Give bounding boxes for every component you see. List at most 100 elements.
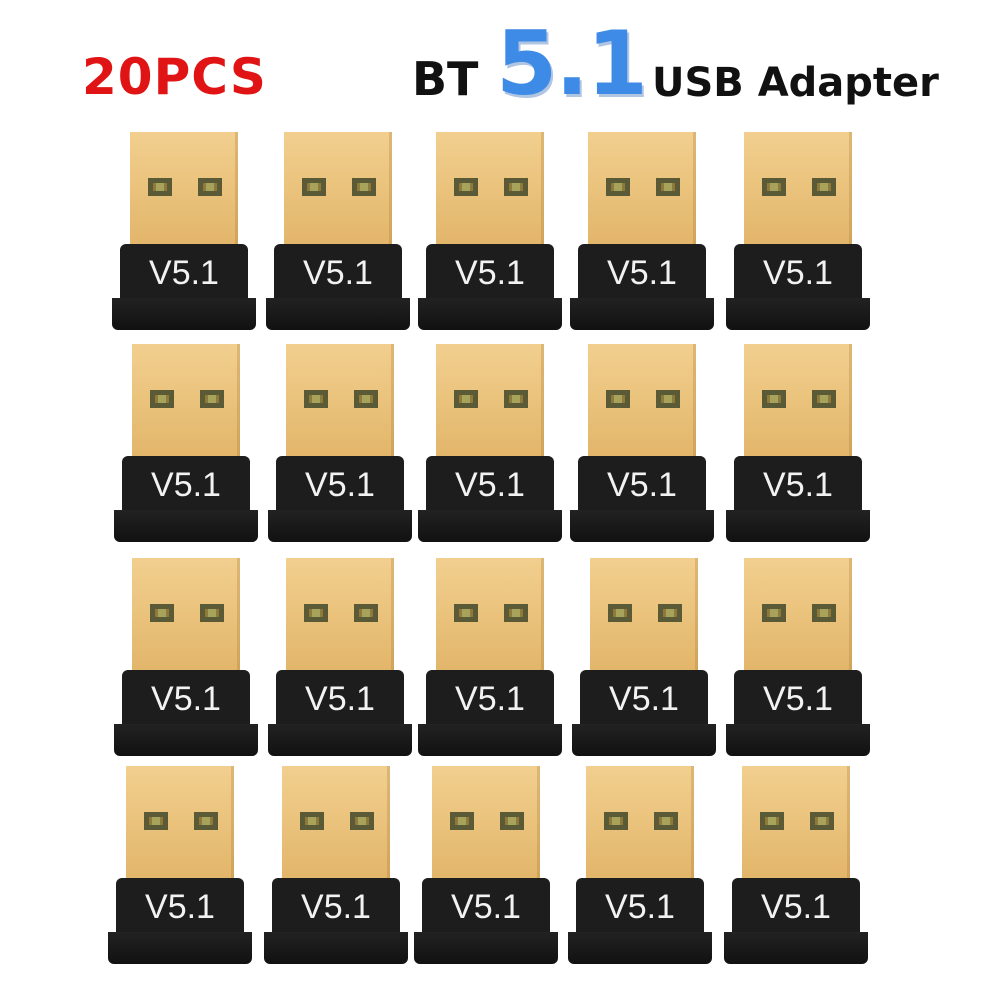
usb-plug: [282, 766, 390, 880]
adapter-base: [112, 298, 256, 330]
version-label: V5.1: [607, 466, 677, 504]
usb-contact-slot: [762, 390, 786, 408]
usb-contact-slot: [304, 390, 328, 408]
adapter-housing: [734, 670, 862, 730]
usb-contact-slot: [450, 812, 474, 830]
usb-plug: [590, 558, 698, 672]
usb-contact-slot: [150, 390, 174, 408]
usb-plug: [132, 344, 240, 458]
usb-plug: [432, 766, 540, 880]
usb-plug: [126, 766, 234, 880]
usb-adapter: V5.1: [416, 340, 564, 546]
usb-contact-slot: [762, 604, 786, 622]
usb-contact-slot: [300, 812, 324, 830]
usb-plug: [286, 558, 394, 672]
grid-row-4: V5.1 V5.1 V5.1: [108, 762, 870, 972]
version-label: V5.1: [149, 254, 219, 292]
usb-adapter: V5.1: [106, 762, 254, 968]
usb-adapter: V5.1: [266, 340, 414, 546]
usb-contact-slot: [354, 390, 378, 408]
adapter-base: [568, 932, 712, 964]
usb-contact-slot: [762, 178, 786, 196]
version-label: V5.1: [455, 254, 525, 292]
version-label: V5.1: [305, 466, 375, 504]
usb-contact-slot: [658, 604, 682, 622]
usb-contact-slot: [608, 604, 632, 622]
usb-contact-slot: [656, 178, 680, 196]
adapter-base: [726, 510, 870, 542]
adapter-base: [268, 724, 412, 756]
title-version: 5.1: [496, 12, 648, 115]
usb-adapter: V5.1: [110, 128, 258, 334]
usb-plug: [744, 132, 852, 246]
grid-row-2: V5.1 V5.1 V5.1: [110, 340, 870, 550]
usb-contact-slot: [304, 604, 328, 622]
version-label: V5.1: [763, 466, 833, 504]
usb-adapter: V5.1: [262, 762, 410, 968]
usb-contact-slot: [352, 178, 376, 196]
version-label: V5.1: [303, 254, 373, 292]
adapter-housing: [734, 244, 862, 304]
grid-row-3: V5.1 V5.1 V5.1: [110, 554, 870, 764]
usb-contact-slot: [606, 178, 630, 196]
version-label: V5.1: [455, 466, 525, 504]
usb-contact-slot: [148, 178, 172, 196]
usb-contact-slot: [500, 812, 524, 830]
usb-adapter: V5.1: [266, 554, 414, 760]
adapter-housing: [122, 456, 250, 516]
adapter-housing: [426, 456, 554, 516]
adapter-housing: [120, 244, 248, 304]
usb-contact-slot: [654, 812, 678, 830]
usb-contact-slot: [302, 178, 326, 196]
usb-plug: [436, 132, 544, 246]
usb-plug: [588, 344, 696, 458]
adapter-base: [414, 932, 558, 964]
adapter-housing: [116, 878, 244, 938]
usb-adapter: V5.1: [264, 128, 412, 334]
version-label: V5.1: [761, 888, 831, 926]
usb-adapter: V5.1: [412, 762, 560, 968]
usb-plug: [588, 132, 696, 246]
usb-contact-slot: [194, 812, 218, 830]
version-label: V5.1: [301, 888, 371, 926]
adapter-base: [418, 298, 562, 330]
adapter-base: [726, 724, 870, 756]
adapter-housing: [426, 244, 554, 304]
adapter-base: [114, 724, 258, 756]
version-label: V5.1: [305, 680, 375, 718]
usb-contact-slot: [354, 604, 378, 622]
usb-contact-slot: [504, 604, 528, 622]
version-label: V5.1: [451, 888, 521, 926]
usb-adapter: V5.1: [722, 762, 870, 968]
adapter-base: [418, 510, 562, 542]
usb-plug: [744, 344, 852, 458]
adapter-base: [114, 510, 258, 542]
usb-plug: [436, 344, 544, 458]
adapter-housing: [732, 878, 860, 938]
usb-contact-slot: [198, 178, 222, 196]
usb-contact-slot: [150, 604, 174, 622]
usb-plug: [130, 132, 238, 246]
adapter-housing: [576, 878, 704, 938]
usb-contact-slot: [656, 390, 680, 408]
usb-contact-slot: [200, 390, 224, 408]
usb-contact-slot: [604, 812, 628, 830]
version-label: V5.1: [151, 680, 221, 718]
usb-adapter: V5.1: [724, 128, 872, 334]
adapter-housing: [276, 456, 404, 516]
usb-adapter: V5.1: [570, 554, 718, 760]
usb-adapter: V5.1: [568, 128, 716, 334]
usb-contact-slot: [454, 390, 478, 408]
adapter-base: [108, 932, 252, 964]
usb-contact-slot: [812, 604, 836, 622]
usb-contact-slot: [504, 178, 528, 196]
version-label: V5.1: [763, 254, 833, 292]
adapter-base: [268, 510, 412, 542]
usb-adapter: V5.1: [112, 554, 260, 760]
adapter-housing: [422, 878, 550, 938]
usb-adapter: V5.1: [416, 554, 564, 760]
usb-plug: [586, 766, 694, 880]
usb-contact-slot: [350, 812, 374, 830]
version-label: V5.1: [145, 888, 215, 926]
version-label: V5.1: [151, 466, 221, 504]
